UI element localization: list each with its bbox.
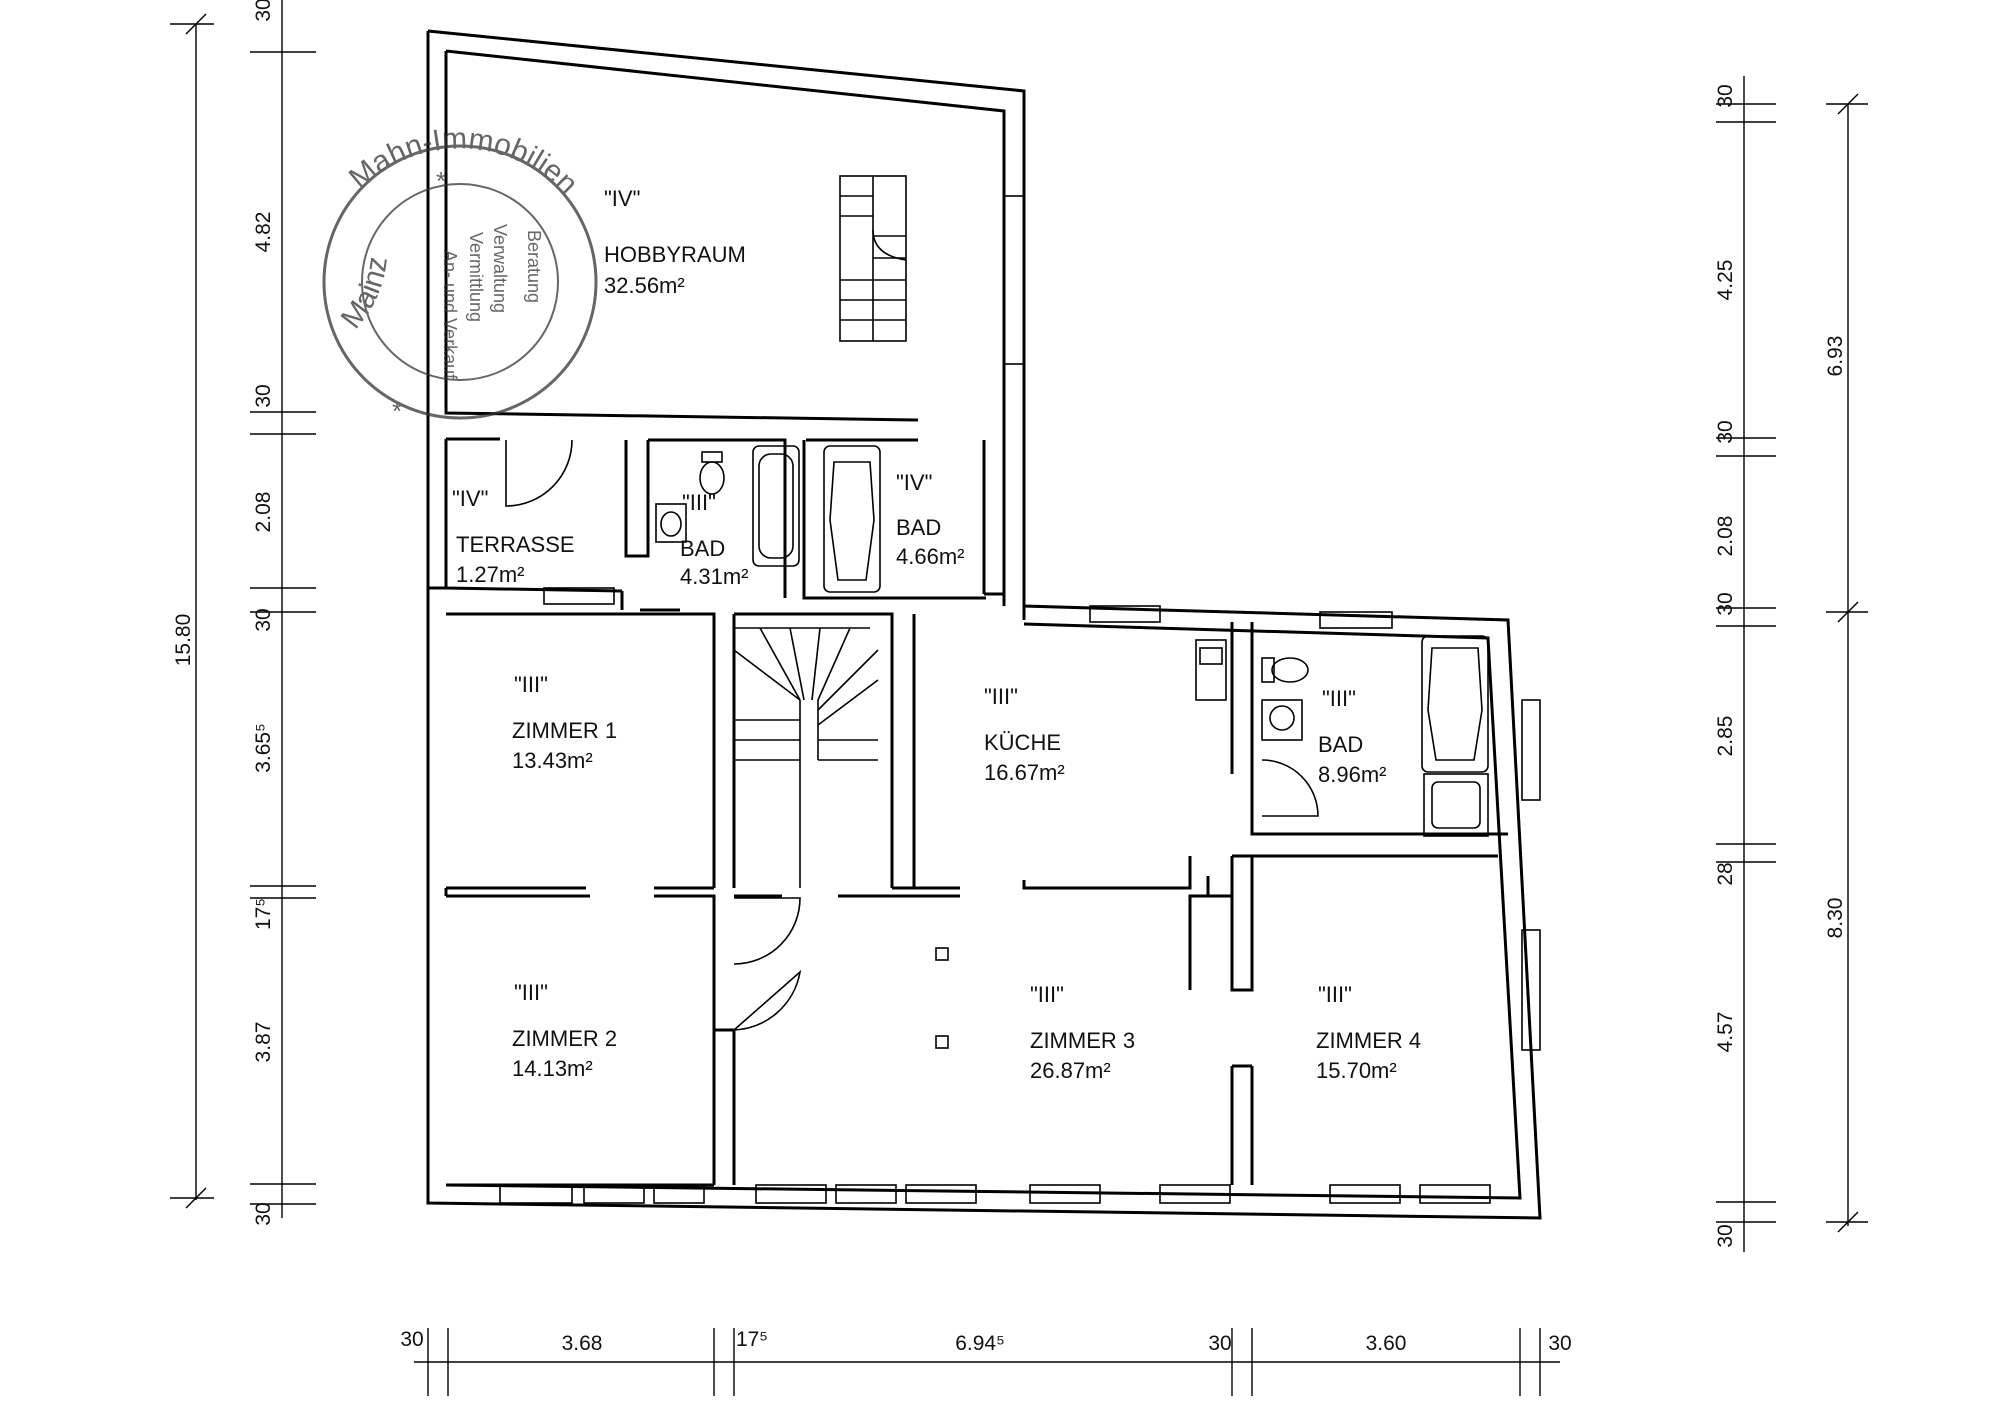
room-tag: "III": [1318, 982, 1352, 1007]
room-zimmer4: "III" ZIMMER 4 15.70m²: [1316, 982, 1421, 1083]
stamp-star: *: [436, 166, 446, 196]
company-stamp: Mahn-Immobilien Mainz Beratung Verwaltun…: [322, 122, 598, 426]
room-zimmer3: "III" ZIMMER 3 26.87m²: [1030, 982, 1135, 1083]
dim-text: 30: [1548, 1332, 1571, 1355]
room-tag: "III": [514, 980, 548, 1005]
room-area: 32.56m²: [604, 273, 685, 298]
room-name: ZIMMER 3: [1030, 1028, 1135, 1053]
staircase-main: [733, 627, 879, 888]
dim-text: 28: [1714, 862, 1737, 885]
dim-text: 15.80: [172, 614, 195, 667]
stamp-service: Verwaltung: [490, 224, 510, 313]
dim-text: 30: [1714, 1224, 1737, 1247]
room-tag: "III": [514, 672, 548, 697]
stamp-company: Mahn-Immobilien: [343, 122, 584, 200]
dim-right-outer-chain: 6.93 8.30: [1824, 93, 1868, 1233]
room-area: 14.13m²: [512, 1056, 593, 1081]
stamp-service: Vermittlung: [466, 232, 486, 322]
room-name: KÜCHE: [984, 730, 1061, 755]
room-hobbyraum: "IV" HOBBYRAUM 32.56m²: [604, 186, 746, 298]
dim-text: 30: [1714, 420, 1737, 443]
dim-text: 30: [1714, 592, 1737, 615]
dim-bottom-chain: 30 3.68 17⁵ 6.94⁵ 30 3.60 30: [400, 1328, 1572, 1396]
room-name: TERRASSE: [456, 532, 575, 557]
stamp-star: *: [392, 396, 402, 426]
dim-text: 2.08: [1714, 516, 1737, 557]
dim-text: 30: [1714, 84, 1737, 107]
room-name: BAD: [1318, 732, 1363, 757]
room-area: 4.31m²: [680, 564, 748, 589]
dim-right-inner-chain: 30 4.25 30 2.08 30 2.85 28 4.57 30: [1714, 76, 1776, 1252]
dim-text: 6.93: [1824, 336, 1847, 377]
dim-text: 17⁵: [736, 1328, 768, 1351]
dim-text: 2.08: [252, 492, 275, 533]
room-terrasse: "IV" TERRASSE 1.27m²: [452, 486, 575, 587]
stamp-city: Mainz: [335, 255, 394, 335]
room-name: BAD: [680, 536, 725, 561]
room-name: HOBBYRAUM: [604, 242, 746, 267]
room-name: BAD: [896, 515, 941, 540]
staircase-upper: [839, 175, 907, 342]
dim-text: 17⁵: [252, 898, 275, 930]
stamp-service: Beratung: [524, 230, 544, 303]
dim-left-chain: 30 4.82 30 2.08 30 3.65⁵ 17⁵ 3.87 30: [250, 0, 316, 1226]
dim-text: 4.25: [1714, 260, 1737, 301]
doors: [505, 439, 1319, 1031]
dim-text: 6.94⁵: [955, 1332, 1005, 1355]
dim-text: 3.68: [562, 1332, 603, 1355]
fixtures: [655, 445, 1489, 1049]
room-tag: "IV": [452, 486, 488, 511]
dim-text: 4.82: [252, 212, 275, 253]
room-area: 8.96m²: [1318, 762, 1386, 787]
dim-text: 8.30: [1824, 898, 1847, 939]
dim-text: 30: [252, 0, 275, 22]
room-area: 13.43m²: [512, 748, 593, 773]
dim-left-total: 15.80: [170, 13, 214, 1209]
room-name: ZIMMER 2: [512, 1026, 617, 1051]
dim-text: 3.60: [1366, 1332, 1407, 1355]
room-area: 16.67m²: [984, 760, 1065, 785]
windows: [499, 195, 1541, 1204]
room-kueche: "III" KÜCHE 16.67m²: [984, 684, 1065, 785]
room-name: ZIMMER 1: [512, 718, 617, 743]
room-tag: "IV": [604, 186, 640, 211]
dim-text: 30: [252, 384, 275, 407]
dim-text: 3.65⁵: [252, 723, 275, 773]
room-area: 15.70m²: [1316, 1058, 1397, 1083]
room-bad-iv: "IV" BAD 4.66m²: [896, 470, 964, 569]
stamp-service: An- und Verkauf: [440, 250, 460, 380]
room-bad-right: "III" BAD 8.96m²: [1318, 686, 1386, 787]
dim-text: 30: [252, 608, 275, 631]
dim-text: 30: [252, 1202, 275, 1225]
room-tag: "III": [984, 684, 1018, 709]
room-tag: "III": [1030, 982, 1064, 1007]
dim-text: 4.57: [1714, 1012, 1737, 1053]
room-zimmer2: "III" ZIMMER 2 14.13m²: [512, 980, 617, 1081]
room-area: 1.27m²: [456, 562, 524, 587]
room-zimmer1: "III" ZIMMER 1 13.43m²: [512, 672, 617, 773]
room-tag: "IV": [896, 470, 932, 495]
dim-text: 2.85: [1714, 716, 1737, 757]
room-area: 26.87m²: [1030, 1058, 1111, 1083]
walls: [426, 29, 1542, 1220]
room-area: 4.66m²: [896, 544, 964, 569]
dim-text: 30: [1208, 1332, 1231, 1355]
dim-text: 30: [400, 1328, 423, 1351]
room-tag: "III": [1322, 686, 1356, 711]
room-tag: "III": [682, 490, 716, 515]
dim-text: 3.87: [252, 1022, 275, 1063]
room-bad-small: "III" BAD 4.31m²: [680, 490, 748, 589]
room-name: ZIMMER 4: [1316, 1028, 1421, 1053]
